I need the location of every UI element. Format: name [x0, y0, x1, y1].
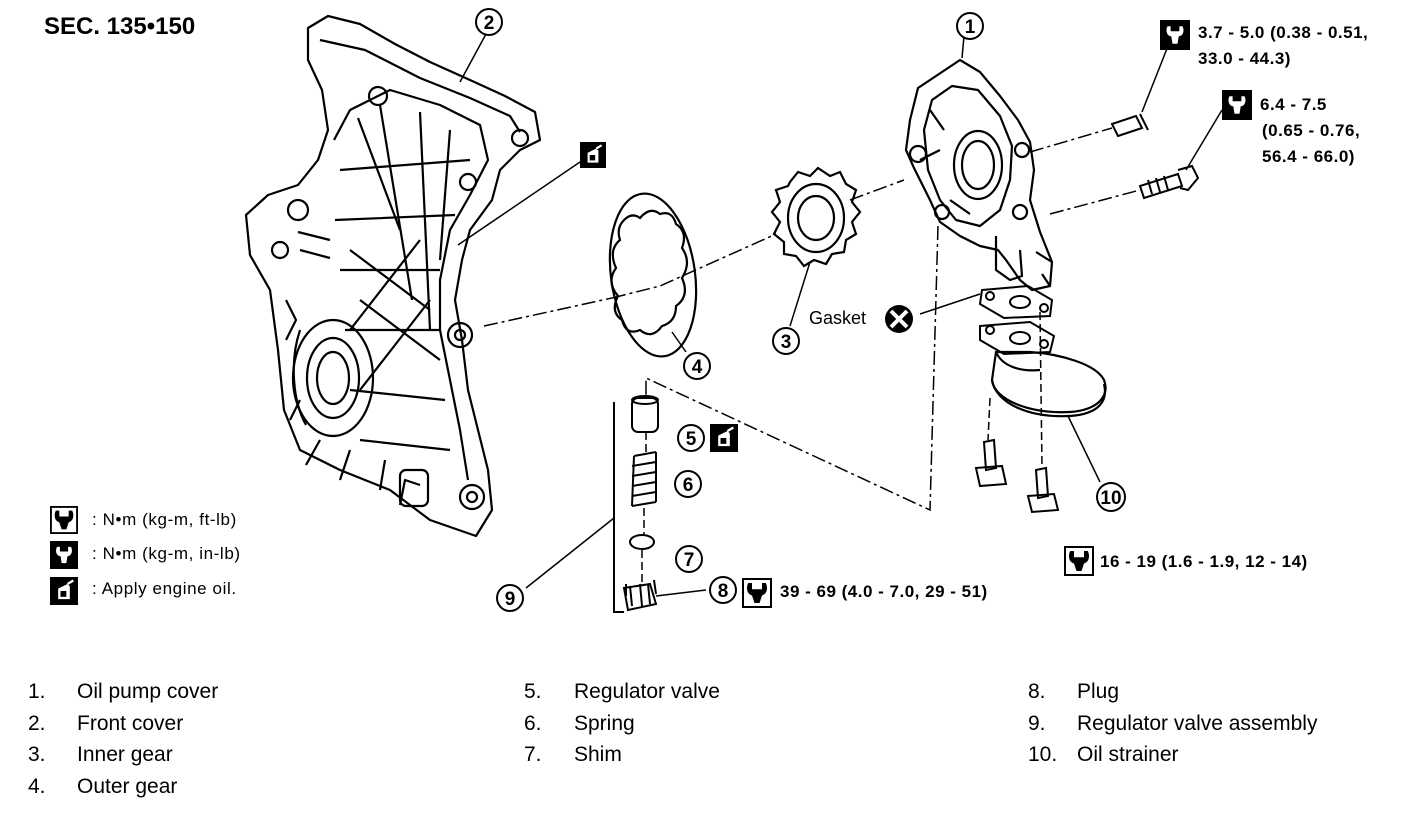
- pump-bolt-torque-line1: 6.4 - 7.5: [1260, 95, 1327, 114]
- svg-text:10: 10: [1100, 488, 1121, 509]
- callout-5: 5: [677, 424, 705, 452]
- gasket-drawing: [978, 284, 1056, 356]
- pump-cover-screw-torque-line2: 33.0 - 44.3): [1198, 49, 1291, 68]
- parts-list: 1.Oil pump cover 2.Front cover 3.Inner g…: [28, 680, 1318, 798]
- callout-9: 9: [496, 584, 524, 612]
- svg-text:3: 3: [781, 332, 792, 353]
- torque-wrench-in-lb-icon: [1222, 90, 1252, 120]
- callout-7: 7: [675, 545, 703, 573]
- pump-bolt-torque-line2: (0.65 - 0.76,: [1262, 121, 1360, 140]
- svg-text:5: 5: [686, 429, 697, 450]
- svg-text:8: 8: [718, 581, 729, 602]
- legend-ft-lb-text: : N•m (kg-m, ft-lb): [92, 510, 237, 529]
- plug-torque: 39 - 69 (4.0 - 7.0, 29 - 51): [780, 582, 988, 601]
- section-label: SEC. 135•150: [44, 13, 195, 40]
- oil-strainer-drawing: [990, 350, 1107, 418]
- gasket-label: Gasket: [809, 308, 866, 328]
- part-number-callouts: 1 2 3 4 5 6 7 8 9 10: [475, 8, 1126, 612]
- oil-can-icon: [710, 424, 738, 452]
- callout-3: 3: [772, 327, 800, 355]
- callout-6: 6: [674, 470, 702, 498]
- oil-can-icon: [580, 142, 606, 168]
- legend-in-lb-text: : N•m (kg-m, in-lb): [92, 544, 241, 563]
- svg-text:2: 2: [484, 13, 495, 34]
- callout-2: 2: [475, 8, 503, 36]
- svg-text:6: 6: [683, 475, 694, 496]
- svg-text:9: 9: [505, 589, 516, 610]
- oil-pump-cover-drawing: [904, 58, 1054, 292]
- symbol-legend: : N•m (kg-m, ft-lb) : N•m (kg-m, in-lb) …: [50, 506, 241, 605]
- pump-cover-screw-torque-line1: 3.7 - 5.0 (0.38 - 0.51,: [1198, 23, 1368, 42]
- torque-wrench-ft-lb-icon: [50, 506, 78, 534]
- callout-10: 10: [1096, 482, 1126, 512]
- torque-wrench-ft-lb-icon: [742, 578, 772, 608]
- torque-wrench-in-lb-icon: [1160, 20, 1190, 50]
- outer-gear-drawing: [608, 192, 698, 358]
- replace-gasket-icon: [885, 305, 913, 333]
- front-cover-drawing: [244, 14, 542, 538]
- exploded-parts-diagram: SEC. 135•150: [44, 8, 1368, 613]
- leader-lines: [457, 33, 1223, 597]
- inner-gear-drawing: [770, 166, 862, 268]
- oil-can-icon: [50, 577, 78, 605]
- regulator-valve-assembly-drawing: [613, 395, 659, 613]
- pump-bolt-torque-line3: 56.4 - 66.0): [1262, 147, 1355, 166]
- torque-wrench-ft-lb-icon: [1064, 546, 1094, 576]
- legend-engine-oil-text: : Apply engine oil.: [92, 579, 237, 598]
- callout-1: 1: [956, 12, 984, 40]
- strainer-bolt-torque: 16 - 19 (1.6 - 1.9, 12 - 14): [1100, 552, 1308, 571]
- callout-4: 4: [683, 352, 711, 380]
- callout-8: 8: [709, 576, 737, 604]
- svg-text:7: 7: [684, 550, 695, 571]
- svg-text:1: 1: [965, 17, 976, 38]
- torque-wrench-in-lb-icon: [50, 541, 78, 569]
- svg-text:4: 4: [692, 357, 703, 378]
